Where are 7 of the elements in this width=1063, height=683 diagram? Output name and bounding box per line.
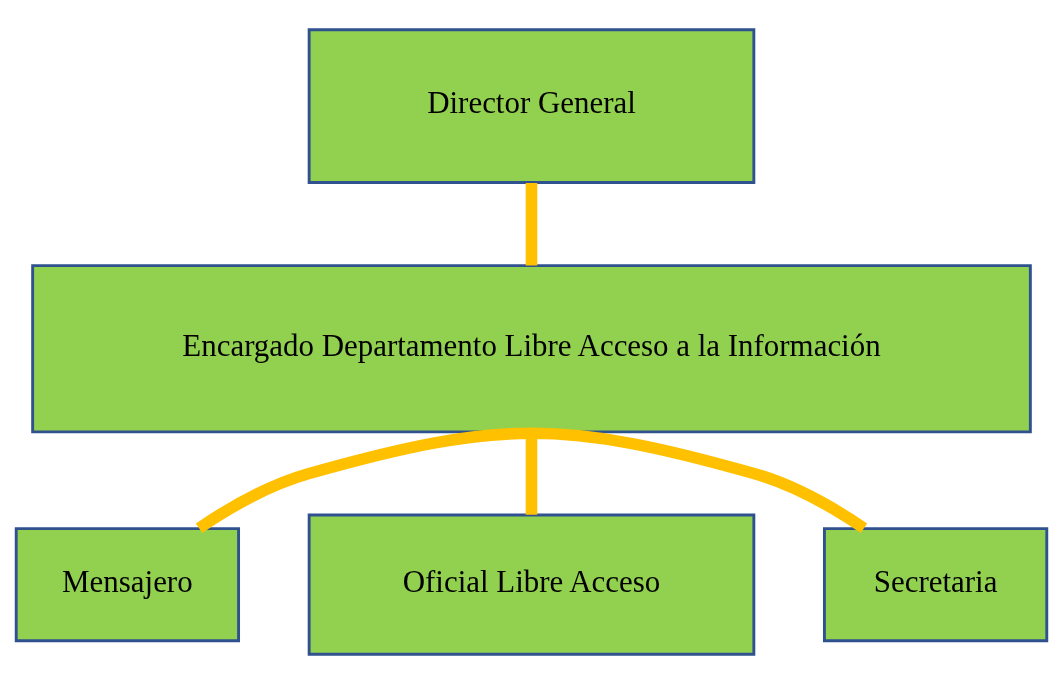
connector — [525, 182, 538, 266]
node-box: Encargado Departamento Libre Acceso a la Información — [31, 263, 1032, 433]
node-box: Mensajero — [14, 526, 240, 642]
node-box: Director General — [307, 27, 756, 184]
node-box: Secretaria — [822, 526, 1049, 642]
connector — [195, 427, 868, 533]
node-box: Oficial Libre Acceso — [307, 513, 756, 656]
